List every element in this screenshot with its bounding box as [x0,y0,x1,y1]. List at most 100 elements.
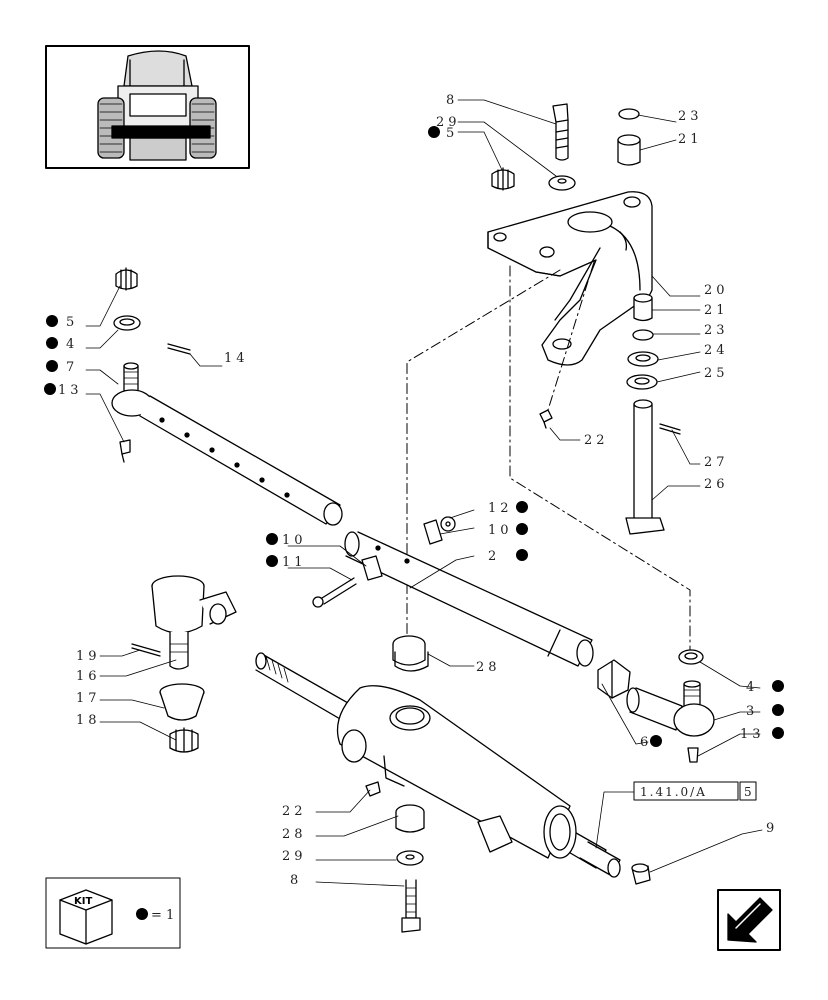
callout-c4a[interactable]: 4 [66,337,78,352]
shim-24 [627,351,659,367]
callout-c27[interactable]: 27 [704,455,729,470]
callout-c26[interactable]: 26 [704,477,729,492]
callout-c22a[interactable]: 22 [584,433,609,448]
callout-c22b[interactable]: 22 [282,804,307,819]
castle-nut-5-left [115,267,138,291]
callout-c25[interactable]: 25 [704,366,729,381]
kit-bullet-icon [136,908,148,920]
castle-nut-18 [169,727,199,753]
callout-c16[interactable]: 16 [76,669,101,684]
callout-c5b[interactable]: 5 [66,315,78,330]
callout-c2[interactable]: 2 [488,549,500,564]
washer-4-right [678,649,704,665]
callout-c29b[interactable]: 29 [282,849,307,864]
kit-bullet-c13b [772,727,784,739]
callout-c9[interactable]: 9 [766,821,778,836]
kit-bullet-c2 [516,549,528,561]
kit-legend-text: = 1 [151,908,174,923]
callout-c19[interactable]: 19 [76,649,101,664]
cotter-pin-27 [659,423,681,435]
callout-c8a[interactable]: 8 [446,93,458,108]
kit-bullet-c10a [516,523,528,535]
callout-c8b[interactable]: 8 [290,873,302,888]
washer-29-bottom [396,850,424,866]
callout-c28b[interactable]: 28 [282,827,307,842]
jam-nut-6 [597,659,631,699]
castle-nut-5-top [491,167,515,191]
callout-c29a[interactable]: 29 [436,115,461,130]
grease-nipple-13-left [119,439,131,463]
callout-c3[interactable]: 3 [746,704,758,719]
bolt-top [552,103,569,161]
bushing-28-bottom [395,804,425,833]
kit-bullet-c11 [266,555,278,567]
callout-c21a[interactable]: 21 [678,132,703,147]
plug-9 [631,863,651,885]
callout-c12[interactable]: 12 [488,501,513,516]
callout-c21b[interactable]: 21 [704,303,729,318]
leader-lines [85,99,763,887]
back-arrow-icon[interactable] [717,889,781,951]
tractor-front-icon[interactable] [45,45,250,169]
kit-word: KIT [74,896,92,907]
steering-arm [487,191,653,366]
o-ring-23-right [632,329,654,341]
shim-25 [626,374,658,390]
callout-c18[interactable]: 18 [76,713,101,728]
callout-labels: 8295232120212324252227265471314121021011… [44,93,784,888]
reference-code[interactable]: 1.41.0/A [640,785,707,799]
washer-29-top [548,175,576,191]
nut-12 [440,516,456,532]
callout-c13b[interactable]: 13 [740,727,765,742]
callout-c4b[interactable]: 4 [746,680,758,695]
kit-bullet-c5b [46,315,58,327]
kit-bullet-c5a [428,126,440,138]
assembly-lines [406,261,691,651]
callout-c17[interactable]: 17 [76,691,101,706]
kit-bullet-c12 [516,501,528,513]
callout-c14[interactable]: 14 [224,351,249,366]
kit-legend: KIT = 1 [45,877,181,949]
bolt-8-bottom [401,879,421,933]
grease-nipple-13-right [687,747,699,763]
callout-c13a[interactable]: 13 [58,383,83,398]
kit-bullet-c7 [46,360,58,372]
callout-c7[interactable]: 7 [66,360,78,375]
steering-cylinder [255,652,621,878]
bushing-28-top [392,635,429,672]
washer-4-left [113,315,141,331]
kit-bullet-c10b [266,533,278,545]
kit-bullet-c3 [772,704,784,716]
tie-rod-tube-2 [344,531,594,667]
reference-page[interactable]: 5 [744,785,754,799]
o-ring-23-top [618,108,640,120]
callout-c24[interactable]: 24 [704,343,729,358]
bolt-11 [312,577,357,608]
callout-c10a[interactable]: 10 [488,523,513,538]
bushing-21-top [617,134,641,166]
boot-17 [159,683,205,721]
callout-c11[interactable]: 11 [282,555,307,570]
callout-c23a[interactable]: 23 [678,109,703,124]
callout-c28a[interactable]: 28 [476,660,501,675]
bushing-21-right [633,293,653,322]
callout-c20[interactable]: 20 [704,283,729,298]
reference-link[interactable]: 1.41.0/A 5 [633,781,757,801]
kit-box-icon [59,889,113,945]
clamp-10 [361,519,443,581]
callout-c6[interactable]: 6 [640,735,652,750]
cotter-14 [167,343,191,355]
callout-c10b[interactable]: 10 [282,533,307,548]
callout-c23b[interactable]: 23 [704,323,729,338]
kit-bullet-c6 [650,735,662,747]
tie-rod-end-3 [626,680,715,737]
cotter-19 [131,643,161,657]
king-pin-26 [625,399,665,535]
ball-joint-16 [151,575,237,670]
kit-bullet-c4b [772,680,784,692]
kit-bullet-c13a [44,383,56,395]
tie-rod-end-7 [111,362,343,526]
grease-nipple-22-top [539,409,553,429]
callout-c5a[interactable]: 5 [446,126,458,141]
